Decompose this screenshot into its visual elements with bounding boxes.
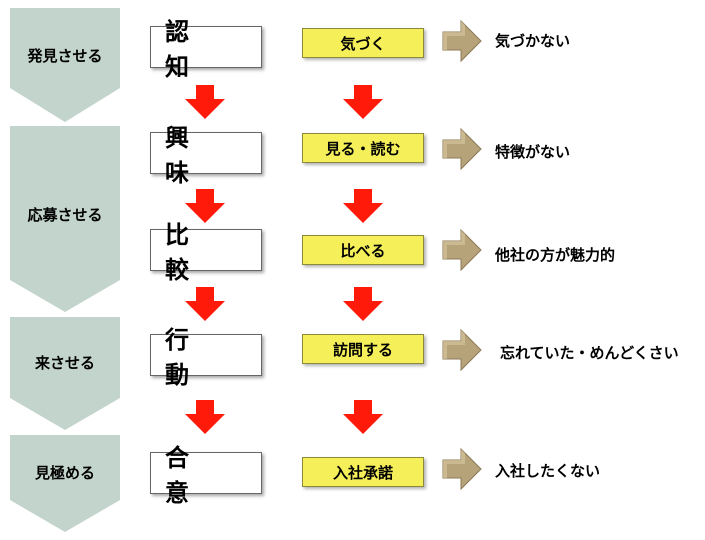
barrier-text-1: 気づかない — [495, 32, 571, 50]
stage-chevron-visit — [10, 317, 120, 430]
stage-label-discover: 発見させる — [27, 47, 103, 65]
action-box-accept-offer: 入社承諾 — [302, 457, 424, 487]
barrier-arrow-4 — [442, 329, 482, 371]
barrier-arrow-2 — [442, 128, 482, 170]
stage-chevron-evaluate — [10, 435, 120, 532]
barrier-arrow-1 — [442, 20, 482, 62]
stage-label-visit: 来させる — [34, 354, 95, 372]
action-box-notice: 気づく — [302, 28, 424, 58]
stage-chevron-apply — [10, 126, 120, 312]
stage-label-apply: 応募させる — [27, 206, 103, 224]
step-box-awareness: 認 知 — [150, 18, 262, 81]
stage-label-evaluate: 見極める — [34, 464, 95, 482]
step-box-comparison: 比 較 — [150, 221, 262, 284]
action-box-view-read: 見る・読む — [302, 133, 424, 163]
barrier-arrow-5 — [442, 448, 482, 490]
barrier-arrow-3 — [442, 229, 482, 271]
barrier-text-4: 忘れていた・めんどくさい — [500, 344, 679, 362]
stage-chevron-discover — [10, 8, 120, 122]
action-box-visit: 訪問する — [302, 334, 424, 364]
step-box-action: 行 動 — [150, 326, 262, 389]
barrier-text-2: 特徴がない — [495, 143, 571, 161]
action-box-compare: 比べる — [302, 235, 424, 265]
barrier-text-5: 入社したくない — [495, 462, 601, 480]
barrier-text-3: 他社の方が魅力的 — [495, 246, 616, 264]
